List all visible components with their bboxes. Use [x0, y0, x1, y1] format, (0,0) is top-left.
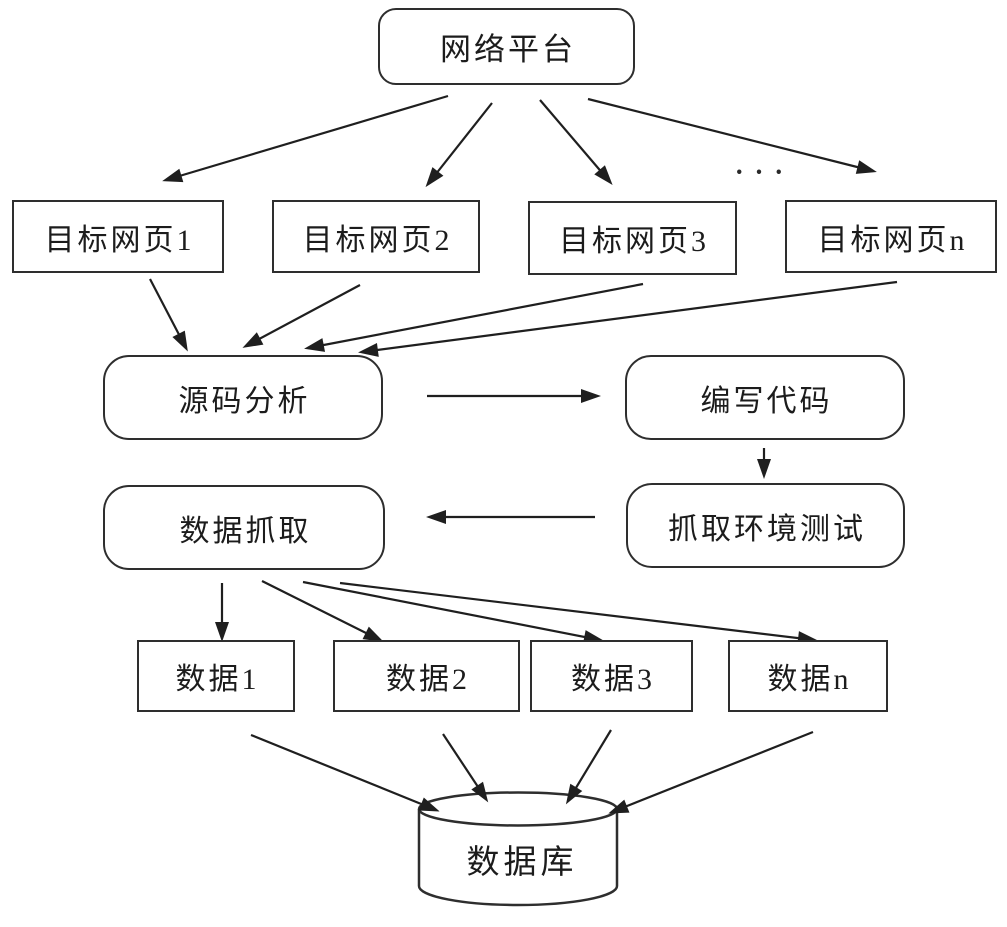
arrow-data3-database: [565, 729, 612, 805]
node-data-capture: 数据抓取: [103, 485, 385, 570]
arrow-platform-pageN: [587, 97, 877, 174]
arrow-data2-database: [442, 733, 489, 803]
node-write-code: 编写代码: [625, 355, 905, 440]
arrow-platform-page2: [425, 102, 493, 188]
arrow-platform-page1: [162, 94, 449, 183]
ellipsis-dots: · · ·: [734, 156, 786, 187]
node-target-page-3: 目标网页3: [528, 201, 737, 275]
arrow-pageN-analysis: [358, 280, 898, 357]
node-data-1: 数据1: [137, 640, 295, 712]
arrow-data1-database: [250, 733, 440, 812]
arrow-page3-analysis: [304, 282, 644, 352]
arrow-page2-analysis: [242, 284, 361, 348]
arrow-dataN-database: [608, 730, 814, 814]
node-target-page-1: 目标网页1: [12, 200, 224, 273]
arrow-page1-analysis: [149, 278, 188, 352]
arrow-platform-page3: [539, 99, 613, 186]
node-network-platform: 网络平台: [378, 8, 635, 85]
node-source-code-analysis: 源码分析: [103, 355, 383, 440]
node-data-3: 数据3: [530, 640, 693, 712]
node-data-2: 数据2: [333, 640, 520, 712]
node-database: 数据库: [466, 845, 578, 881]
database-cylinder-shape: [417, 791, 619, 907]
arrow-capture-dataN: [339, 581, 818, 646]
node-capture-environment-test: 抓取环境测试: [626, 483, 905, 568]
node-target-page-n: 目标网页n: [785, 200, 997, 273]
arrow-capture-data2: [261, 580, 384, 642]
node-data-n: 数据n: [728, 640, 888, 712]
arrow-capture-data3: [302, 580, 604, 644]
node-target-page-2: 目标网页2: [272, 200, 480, 273]
